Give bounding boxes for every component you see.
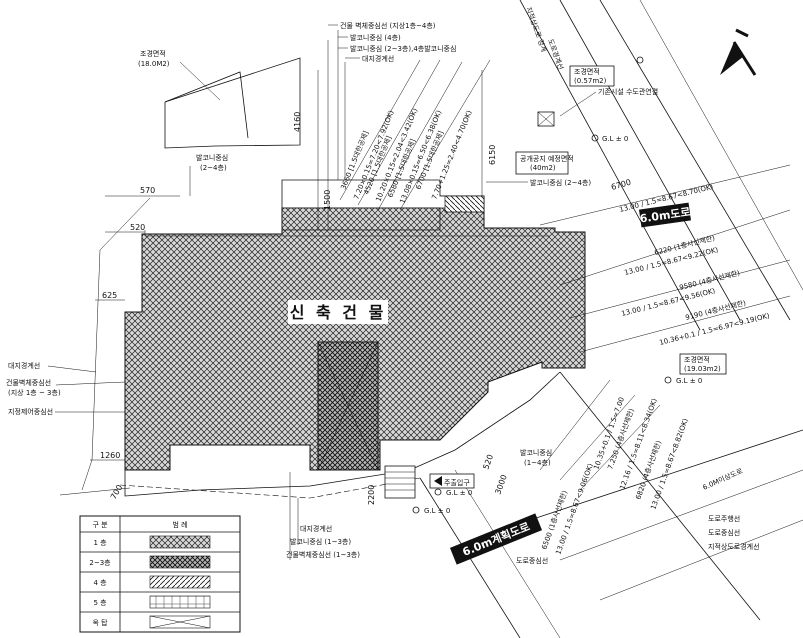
road-east-label: 6.0m도로	[639, 202, 691, 228]
left-dimension-ticks	[90, 195, 180, 461]
dim-1260: 1260	[100, 451, 120, 460]
dim-520: 520	[130, 223, 145, 232]
gl-marker-2	[636, 56, 644, 64]
label-balcony-left: 발코니중심	[196, 153, 228, 162]
dim-520b: 520	[481, 453, 495, 470]
legend-swatch-4	[149, 595, 211, 609]
building-title-bg	[288, 300, 388, 324]
legend-table	[79, 515, 241, 633]
label-left1: 대지경계선	[8, 361, 40, 370]
label-right-box-val: (19.03m2)	[684, 365, 721, 373]
entrance-marker	[429, 473, 475, 489]
dim-1500: 1500	[323, 190, 332, 210]
calc-east-6: 10.36+0.1 / 1.5=6.97<9.19(OK)	[659, 312, 771, 347]
dim-2200: 2200	[367, 485, 376, 505]
meter-box	[537, 111, 555, 127]
legend-row-2: 4 층	[93, 578, 107, 587]
calc-south-4: 13.00 / 1.5=8.67<8.82(OK)	[649, 417, 690, 511]
svg-text:G.L ± 0: G.L ± 0	[602, 135, 628, 143]
right-box	[679, 353, 727, 375]
legend-header-1: 범 례	[172, 520, 187, 529]
legend-swatch-2	[149, 555, 211, 569]
dim-625: 625	[102, 291, 117, 300]
legend-row-3: 5 층	[93, 598, 107, 607]
label-top-right-box: 조경면적	[574, 67, 600, 76]
label-green-box-val: (40m2)	[530, 164, 556, 172]
label-right-box: 조경면적	[684, 355, 710, 364]
label-left-top-box: 조경면적	[140, 49, 166, 58]
label-left2b: (지상 1층 ~ 3층)	[8, 388, 61, 397]
svg-text:G.L ± 0: G.L ± 0	[676, 377, 702, 385]
leader-left-top-box	[179, 61, 221, 101]
south-setback-lines	[539, 379, 661, 491]
green-box	[515, 151, 569, 175]
svg-text:G.L ± 0: G.L ± 0	[424, 507, 450, 515]
leader-left2	[55, 381, 126, 386]
building-footprint	[124, 179, 586, 471]
label-left-top-box-val: (18.0M2)	[138, 60, 170, 68]
label-top3: 발코니중심 (2~3층),4층발코니중심	[350, 44, 456, 53]
vertical-dimensions	[317, 30, 483, 230]
label-top1: 건물 벽체중심선 (지상1층~4층)	[340, 21, 436, 30]
svg-text:6.0m계획도로: 6.0m계획도로	[460, 519, 531, 559]
gl-marker-5: G.L ± 0	[412, 506, 450, 515]
label-top-right-v1: 지적상도로 경계	[524, 6, 549, 54]
leader-left1	[47, 365, 97, 373]
label-top4: 대지경계선	[362, 54, 394, 63]
gl-marker-1: G.L ± 0	[591, 134, 628, 143]
dim-3000: 3000	[493, 473, 508, 495]
label-balcony-south: 발코니중심	[520, 448, 552, 457]
entrance-steps	[384, 465, 416, 499]
calc-south-2: 12.16 / 1.5=8.11<8.34(OK)	[618, 397, 659, 491]
label-top-right-box-val: (0.57m2)	[574, 77, 607, 85]
top-setback-lines	[339, 59, 491, 211]
label-bottom3: 건물벽체중심선 (1~3층)	[286, 550, 360, 559]
legend-header-0: 구 분	[92, 521, 108, 529]
dim-700: 700	[109, 483, 124, 501]
label-bottom2: 발코니중심 (1~3층)	[290, 537, 351, 546]
label-top-right-v2: 도로경계선	[546, 38, 565, 71]
label-green-box: 공개공지 예정면적	[520, 154, 574, 163]
top-leaders	[328, 24, 360, 59]
label-bot-right3: 지적상도로경계선	[708, 542, 760, 551]
label-bot-right1: 도로주행선	[708, 514, 740, 523]
north-arrow-icon	[720, 28, 757, 76]
label-balcony-right: 발코니중심 (2~4층)	[530, 178, 591, 187]
svg-text:G.L ± 0: G.L ± 0	[446, 489, 472, 497]
label-top2: 발코니중심 (4층)	[350, 33, 401, 42]
legend-swatch-3	[149, 575, 211, 589]
building-title: 신 축 건 물	[290, 303, 387, 322]
label-bottom1: 대지경계선	[300, 524, 332, 533]
dim-4160: 4160	[293, 112, 302, 132]
top-right-box	[569, 65, 615, 87]
east-setback-lines	[539, 164, 791, 353]
label-left3: 지정제어중심선	[8, 407, 53, 416]
label-entrance: 주출입구	[444, 478, 470, 487]
legend-row-0: 1 층	[93, 538, 107, 547]
bottom-leaders	[289, 472, 299, 560]
label-balcony-left-val: (2~4층)	[200, 163, 227, 172]
dim-570: 570	[140, 186, 155, 195]
gl-marker-3: G.L ± 0	[664, 376, 702, 385]
label-bot-right2: 도로중심선	[708, 528, 740, 537]
label-left2: 건물벽체중심선	[6, 378, 51, 387]
legend-row-4: 옥 탑	[92, 619, 108, 627]
dim-6700: 6700	[610, 178, 632, 192]
site-boundary	[59, 57, 561, 499]
legend-row-1: 2~3층	[89, 558, 111, 567]
road-se-label: 6.0M이상도로	[701, 466, 744, 492]
dim-6150: 6150	[488, 145, 497, 165]
legend-swatch-1	[149, 535, 211, 549]
label-existing-water: 기존시설 수도관연결	[598, 87, 658, 96]
leader-water	[559, 91, 597, 117]
road-lines	[419, 0, 803, 638]
label-balcony-south-val: (1~4층)	[524, 458, 551, 467]
label-road-center-s: 도로중심선	[516, 556, 548, 565]
gl-marker-4: G.L ± 0	[434, 488, 472, 497]
